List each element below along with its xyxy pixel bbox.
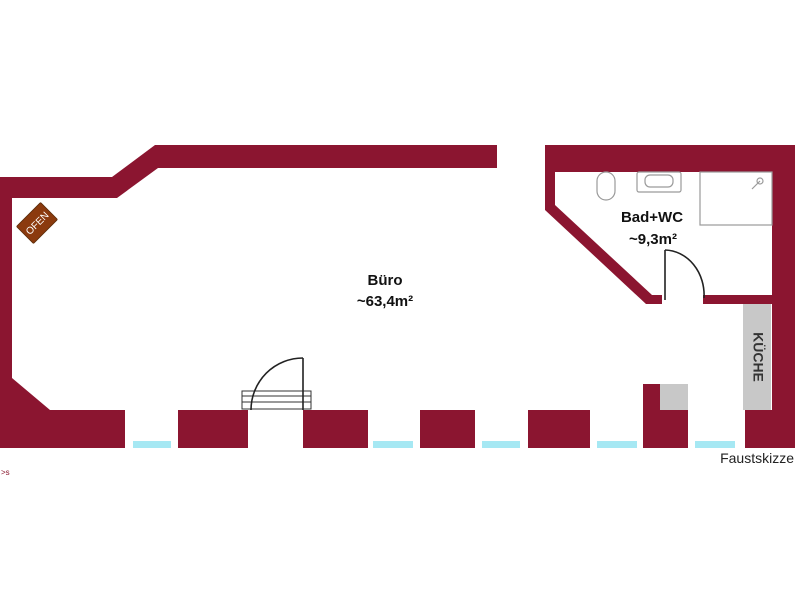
bath-door — [664, 249, 705, 300]
window-4 — [597, 441, 637, 448]
bottom-pier-5 — [528, 410, 590, 448]
office-room-area: ~63,4m² — [357, 293, 413, 310]
office-room-name: Büro — [368, 272, 403, 289]
top-wall-left — [0, 145, 497, 198]
bottom-pier-6 — [643, 410, 688, 448]
kitchen-label: KÜCHE — [750, 332, 766, 382]
sink-icon — [636, 171, 682, 193]
bath-bottom-wall — [703, 295, 795, 304]
kitchen-column — [643, 384, 660, 414]
kitchen-counter — [743, 304, 771, 410]
left-wall — [0, 177, 50, 448]
shower-icon — [699, 171, 773, 226]
window-2 — [373, 441, 413, 448]
bottom-pier-7 — [745, 410, 795, 448]
edge-mark: >s — [1, 468, 10, 477]
top-wall-right — [545, 145, 795, 172]
entrance-door — [241, 357, 312, 411]
stove-icon: OFEN — [16, 202, 58, 244]
kitchen-unit — [660, 384, 688, 410]
bottom-pier-4 — [420, 410, 475, 448]
bath-room-name: Bad+WC — [621, 209, 683, 226]
bottom-pier-3 — [303, 410, 368, 448]
toilet-icon — [596, 171, 616, 201]
window-1 — [133, 441, 171, 448]
interior-walls — [545, 155, 795, 414]
bottom-pier-2 — [178, 410, 248, 448]
window-3 — [482, 441, 520, 448]
exterior-walls — [0, 145, 795, 448]
bath-room-area: ~9,3m² — [629, 231, 677, 248]
bottom-pier-1 — [0, 410, 125, 448]
window-5 — [695, 441, 735, 448]
bath-fixtures — [596, 171, 773, 226]
caption: Faustskizze — [720, 450, 794, 466]
bath-left-wall — [545, 155, 662, 304]
windows — [133, 441, 735, 448]
